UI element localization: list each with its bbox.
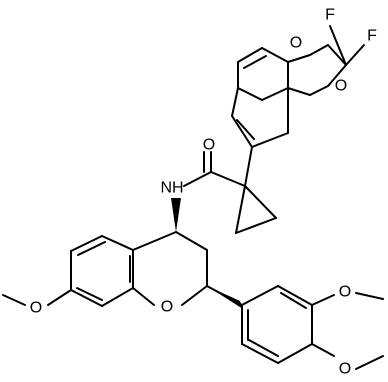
bond-group-chroman xyxy=(2,231,208,307)
atom-oxygen-methoxy-meta: O xyxy=(339,284,351,301)
bond xyxy=(70,289,103,307)
atom-labels: F F O O O NH O O O O xyxy=(30,7,377,378)
bond xyxy=(47,289,72,306)
bond xyxy=(132,287,155,306)
atom-oxygen-carbonyl: O xyxy=(203,137,215,154)
bond xyxy=(210,171,246,187)
bond xyxy=(76,287,103,301)
bond xyxy=(101,235,134,251)
bond xyxy=(287,87,311,96)
bond xyxy=(132,231,177,251)
bond xyxy=(261,87,289,101)
bond xyxy=(251,132,289,148)
bond xyxy=(231,87,239,117)
bond xyxy=(241,285,279,306)
bond xyxy=(248,339,279,357)
bond xyxy=(329,25,347,66)
bond xyxy=(345,44,365,66)
wedge-bond-nh xyxy=(171,198,181,232)
atom-fluorine-top: F xyxy=(325,7,335,24)
atom-nitrogen-amide: NH xyxy=(160,180,183,197)
atom-oxygen-chroman-ring: O xyxy=(161,299,173,316)
atom-oxygen-methoxy-left: O xyxy=(30,300,42,317)
bond xyxy=(309,44,329,56)
bond xyxy=(311,294,335,306)
bond xyxy=(237,47,263,63)
bond xyxy=(311,343,335,357)
bond xyxy=(237,87,263,101)
bond xyxy=(327,44,347,66)
bond-group-cyclopropane-amide xyxy=(183,146,277,234)
atom-oxygen-methoxy-para: O xyxy=(339,361,351,378)
bond-group-benzodioxole xyxy=(231,25,365,148)
atom-oxygen-dioxole-top: O xyxy=(290,35,302,52)
bond xyxy=(355,355,384,370)
bond xyxy=(244,185,277,219)
bond xyxy=(101,287,134,307)
bond xyxy=(277,343,313,364)
bond xyxy=(236,119,255,140)
bond xyxy=(241,343,279,364)
atom-fluorine-right: F xyxy=(367,28,377,45)
bond xyxy=(235,185,246,234)
bond xyxy=(244,146,253,187)
bond xyxy=(277,285,313,306)
bond xyxy=(327,64,347,87)
bond xyxy=(2,294,26,306)
bond xyxy=(355,292,384,300)
bond xyxy=(181,285,208,306)
bond xyxy=(287,54,311,63)
bond xyxy=(280,292,307,309)
bond xyxy=(235,217,277,234)
atom-oxygen-dioxole-bottom: O xyxy=(335,78,347,95)
bond xyxy=(77,241,106,256)
bond xyxy=(243,55,267,69)
bond xyxy=(70,235,103,252)
bond xyxy=(231,115,253,148)
bond xyxy=(175,231,208,251)
bond xyxy=(183,171,212,187)
bond xyxy=(309,85,329,96)
bond xyxy=(261,47,289,63)
wedge-bond-aryl xyxy=(207,286,243,309)
